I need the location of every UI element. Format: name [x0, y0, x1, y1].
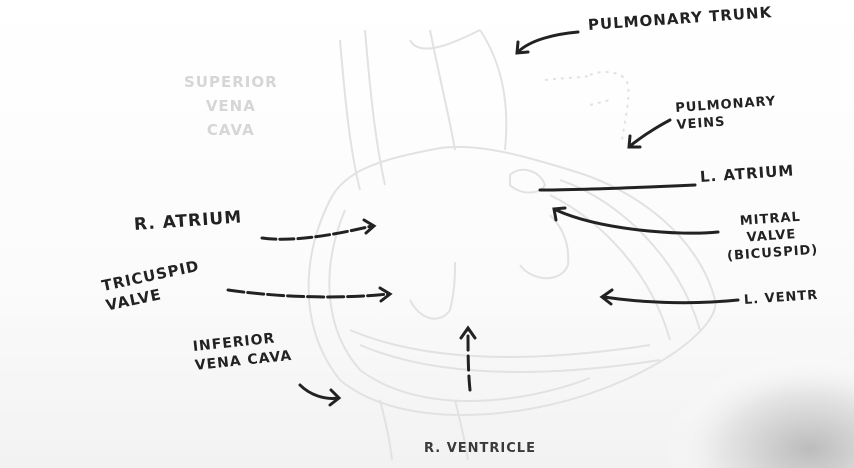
arrow-l-ventricle-head [599, 288, 614, 306]
label-r-ventricle: R. VENTRICLE [424, 441, 536, 456]
arrow-pulmonary-trunk-head [515, 40, 530, 55]
arrow-r-ventricle-head [459, 325, 477, 340]
label-pulmonary-veins: PULMONARY VEINS [674, 93, 777, 133]
arrow-r-atrium-head [362, 218, 377, 235]
arrow-inferior-vena-cava [298, 383, 340, 400]
arrow-pulmonary-trunk [516, 30, 580, 54]
annotation-arrows [226, 30, 740, 407]
arrow-l-ventricle [602, 295, 740, 305]
arrow-tricuspid-valve-head [378, 286, 393, 303]
arrow-r-atrium [260, 224, 374, 241]
arrow-mitral-valve [554, 208, 720, 235]
label-mitral-valve: MITRAL VALVE (BICUSPID) [726, 209, 819, 264]
arrow-l-atrium [538, 183, 697, 192]
arrow-mitral-valve-head [552, 206, 567, 222]
label-superior-vena-cava: SUPERIOR VENA CAVA [184, 73, 278, 139]
arrow-r-ventricle [466, 328, 472, 392]
arrow-inferior-vena-cava-head [328, 388, 342, 407]
arrow-pulmonary-veins [628, 118, 672, 148]
glare-overlay [560, 280, 854, 468]
arrow-tricuspid-valve [226, 288, 390, 299]
arrow-pulmonary-veins-head [627, 134, 642, 149]
